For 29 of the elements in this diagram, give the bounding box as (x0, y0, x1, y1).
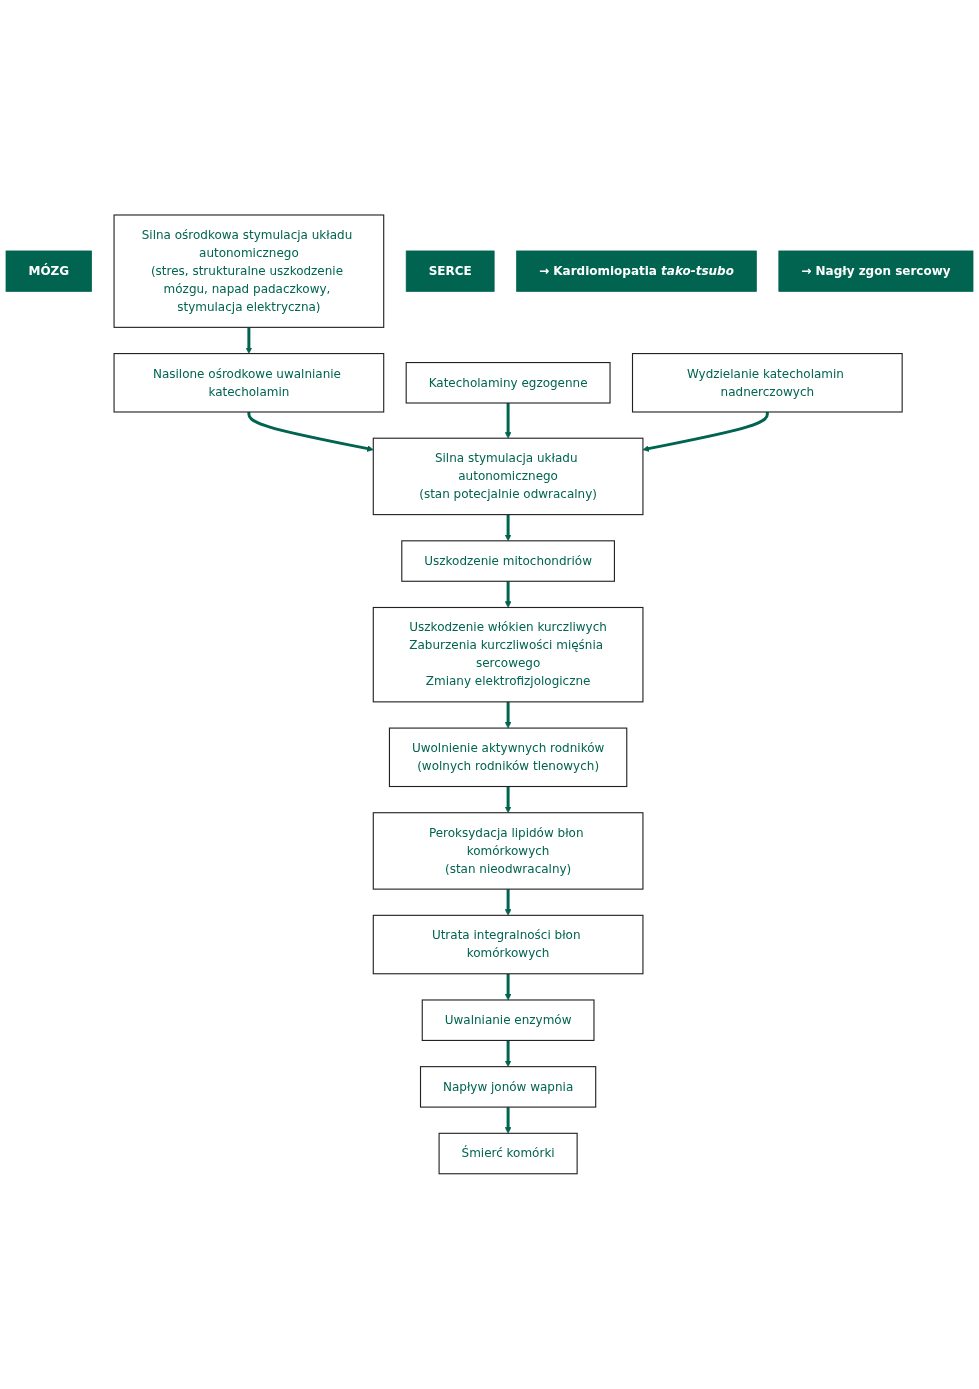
node-box: → Kardiomiopatia tako-tsubo (516, 250, 757, 292)
node-box: Napływ jonów wapnia (419, 1066, 597, 1108)
node-box: Nasilone ośrodkowe uwalnianie katecholamin (113, 353, 385, 413)
arrow (504, 702, 512, 729)
node-box: SERCE (405, 250, 495, 292)
node-box: MÓZG (5, 250, 92, 292)
arrow (642, 412, 769, 452)
node-box: Silna ośrodkowa stymulacja układu autonomicznego (stres, strukturalne uszkodzenie mózgu, napad padaczkowy, stymulacja elektryczna) (113, 214, 385, 329)
arrow (504, 514, 512, 542)
arrow (504, 1107, 512, 1134)
node-box: Wydzielanie katecholamin nadnerczowych (631, 353, 903, 413)
arrow (504, 786, 512, 814)
node-box: Utrata integralności błon komórkowych (372, 914, 644, 975)
arrow (504, 581, 512, 608)
node-box: Uszkodzenie mitochondriów (401, 540, 615, 582)
node-box: Katecholaminy egzogenne (405, 362, 611, 404)
arrow (504, 1040, 512, 1068)
arrow (504, 889, 512, 916)
node-box: → Nagły zgon sercowy (778, 250, 974, 292)
node-box: Uwalnianie enzymów (421, 999, 595, 1042)
arrow (247, 412, 374, 452)
arrow (504, 973, 512, 1001)
arrow (245, 327, 253, 354)
node-box: Śmierć komórki (438, 1132, 578, 1175)
node-box: Silna stymulacja układu autonomicznego (stan potecjalnie odwracalny) (372, 437, 644, 516)
arrow (504, 403, 512, 439)
node-box: Peroksydacja lipidów błon komórkowych (stan nieodwracalny) (372, 812, 644, 890)
node-box: Uszkodzenie włókien kurczliwych Zaburzenia kurczliwości mięśnia sercowego Zmiany elektrofizjologiczne (372, 607, 644, 703)
node-box: Uwolnienie aktywnych rodników (wolnych rodników tlenowych) (388, 727, 628, 788)
